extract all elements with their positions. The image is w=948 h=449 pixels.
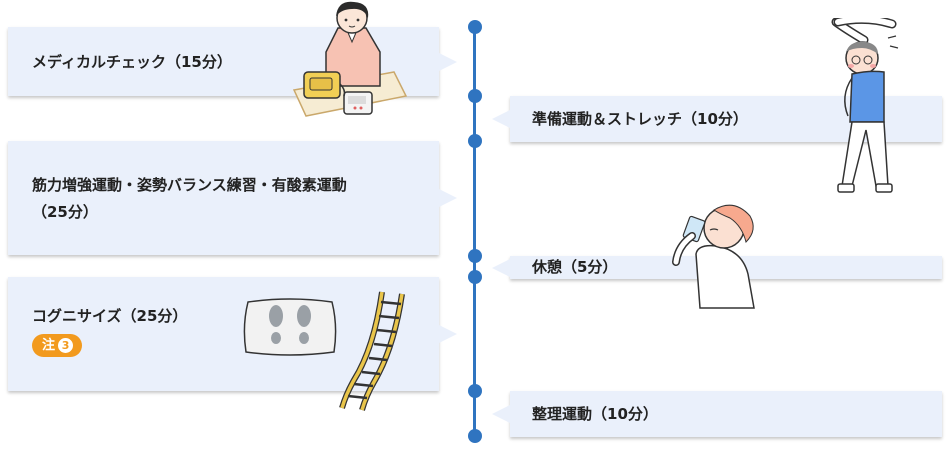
note-badge-text: 注	[42, 338, 56, 353]
step-label: メディカルチェック（15分）	[32, 53, 232, 71]
timeline-dot	[467, 270, 482, 284]
step-label: コグニサイズ（25分）	[32, 307, 188, 325]
footprint-mat-icon	[243, 298, 337, 356]
timeline-dot	[467, 89, 482, 103]
step-cooldown: 整理運動（10分）	[510, 391, 942, 437]
agility-ladder-icon	[339, 291, 405, 411]
timeline-dot	[467, 429, 482, 443]
woman-drinking-water-icon	[672, 204, 755, 309]
timeline-dot	[467, 384, 482, 398]
timeline-line	[473, 26, 476, 438]
note-badge[interactable]: 注 3	[32, 334, 83, 357]
step-label: 整理運動（10分）	[532, 405, 658, 423]
timeline-dot	[467, 249, 482, 263]
step-label-line2: （25分）	[32, 203, 98, 221]
timeline-dot	[467, 20, 482, 34]
step-label-line1: 筋力増強運動・姿勢バランス練習・有酸素運動	[32, 176, 347, 194]
step-label: 休憩（5分）	[532, 258, 618, 276]
man-stretching-icon	[831, 18, 899, 193]
note-badge-number: 3	[58, 338, 74, 353]
step-strength-balance-aerobic: 筋力増強運動・姿勢バランス練習・有酸素運動 （25分）	[8, 141, 439, 255]
woman-blood-pressure-icon	[292, 1, 408, 117]
timeline-dot	[467, 134, 482, 148]
step-label: 準備運動＆ストレッチ（10分）	[532, 110, 748, 128]
